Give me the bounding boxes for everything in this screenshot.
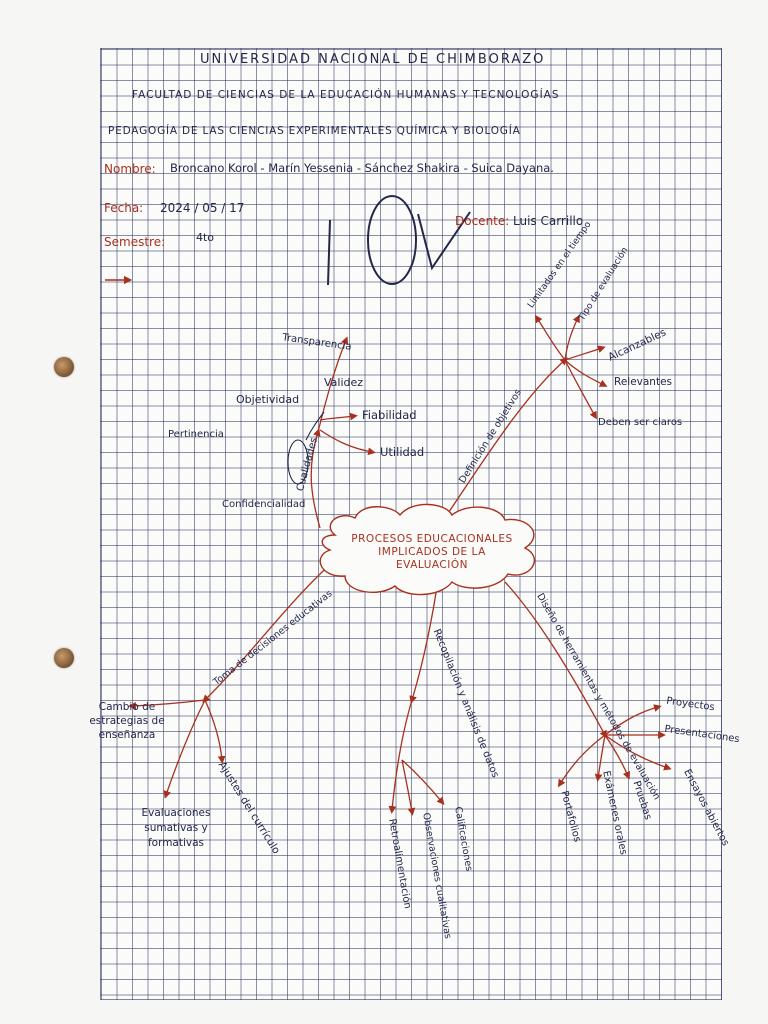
- decorative-loop: [305, 411, 325, 441]
- date-label: Fecha:: [104, 201, 144, 215]
- branch-line: [401, 759, 416, 816]
- center-node: Procesos educacionales implicados de la …: [351, 533, 513, 572]
- branch-line: [534, 314, 566, 361]
- center-cloud: [319, 503, 536, 596]
- branch-line: [604, 734, 672, 771]
- branch-line: [317, 336, 349, 433]
- name-label: Nombre:: [104, 162, 156, 176]
- branch-line: [604, 704, 662, 736]
- student-names: Broncano Korol - Marín Yessenia - Sánche…: [170, 161, 554, 175]
- branch-line: [504, 581, 607, 739]
- branch-line: [319, 429, 376, 456]
- grade-mark: [327, 195, 471, 286]
- branch-line: [401, 759, 445, 805]
- branch-line: [557, 734, 606, 788]
- branch-line: [319, 412, 358, 421]
- branch-line: [163, 699, 206, 799]
- binder-hole: [54, 357, 74, 377]
- node-relevantes: Relevantes: [614, 376, 673, 388]
- branch-line: [564, 359, 608, 387]
- teacher-label: Docente:: [455, 214, 510, 228]
- node-cambio-estrategias: Cambio de estrategias de enseñanza: [89, 701, 165, 742]
- node-validez: Validez: [324, 376, 364, 389]
- binder-hole: [54, 648, 74, 668]
- node-objetividad: Objetividad: [236, 393, 300, 406]
- career-title: Pedagogía de las Ciencias Experimentales…: [108, 125, 521, 137]
- node-fiabilidad: Fiabilidad: [362, 408, 417, 422]
- university-title: Universidad Nacional de Chimborazo: [200, 52, 546, 67]
- branch-line: [128, 699, 206, 710]
- node-deben-ser-claros: Deben ser claros: [598, 417, 683, 428]
- branch-line: [564, 345, 606, 361]
- branch-line: [594, 734, 606, 782]
- semester-value: 4to: [196, 231, 215, 244]
- faculty-title: Facultad de Ciencias de la Educación Hum…: [132, 89, 560, 101]
- node-pertinencia: Pertinencia: [168, 429, 224, 440]
- branch-line: [202, 559, 336, 703]
- teacher-name: Luis Carrillo: [513, 214, 584, 228]
- branch-line: [564, 314, 580, 361]
- node-utilidad: Utilidad: [380, 445, 425, 459]
- branch-line: [204, 699, 226, 764]
- decorative-loop: [287, 439, 309, 485]
- branch-line: [310, 428, 321, 529]
- semester-label: Semestre:: [104, 235, 166, 249]
- branch-line: [564, 359, 597, 420]
- branch-line: [604, 734, 631, 780]
- branch-line: [409, 579, 439, 704]
- branch-line: [388, 699, 413, 814]
- node-evaluaciones: Evaluaciones sumativas y formativas: [141, 807, 211, 850]
- node-confidencialidad: Confidencialidad: [222, 499, 306, 510]
- date-value: 2024 / 05 / 17: [160, 201, 245, 215]
- branch-line: [439, 357, 568, 526]
